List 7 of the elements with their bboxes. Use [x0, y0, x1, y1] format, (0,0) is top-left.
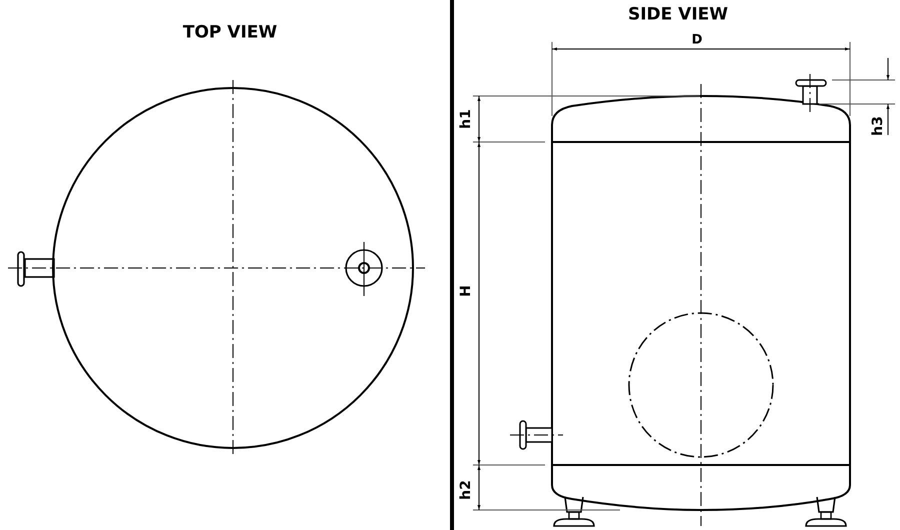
- dimension-label: h2: [459, 480, 473, 500]
- dimension-label: h3: [871, 116, 885, 136]
- dimension-label: h1: [459, 109, 473, 129]
- dimension-label: H: [459, 285, 473, 297]
- view-title: SIDE VIEW: [628, 6, 728, 24]
- dimension-label: D: [692, 34, 702, 46]
- view-title: TOP VIEW: [182, 24, 278, 42]
